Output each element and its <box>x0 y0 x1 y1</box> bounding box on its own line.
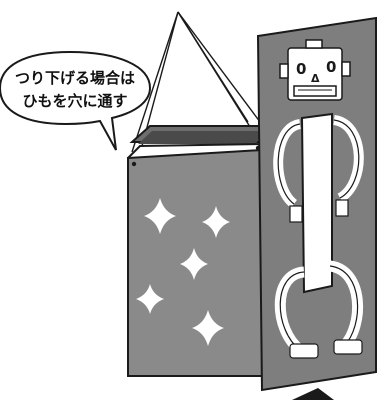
robot-hand <box>335 199 349 217</box>
lantern-box <box>127 125 272 377</box>
sparkle-star-icon <box>192 310 224 346</box>
arrow-icon <box>292 388 334 400</box>
star-decorations <box>136 198 230 346</box>
hanging-strings <box>131 11 273 153</box>
string-hole <box>131 161 137 167</box>
robot-foot <box>333 339 363 355</box>
sparkle-star-icon <box>180 248 208 280</box>
sparkle-star-icon <box>202 206 230 238</box>
robot-face-icon <box>279 39 351 101</box>
svg-text:0: 0 <box>326 58 336 76</box>
sparkle-star-icon <box>136 284 164 314</box>
callout-line-2: ひもを穴に通す <box>22 92 127 110</box>
speech-bubble-icon: つり下げる場合は ひもを穴に通す <box>0 50 152 151</box>
robot-panel: 0 0 Δ <box>256 16 377 392</box>
svg-text:Δ: Δ <box>311 72 320 85</box>
callout-line-1: つり下げる場合は <box>15 69 135 87</box>
robot-hand <box>289 205 303 223</box>
svg-text:0: 0 <box>296 60 306 78</box>
robot-foot <box>289 343 319 359</box>
sparkle-star-icon <box>144 198 176 234</box>
